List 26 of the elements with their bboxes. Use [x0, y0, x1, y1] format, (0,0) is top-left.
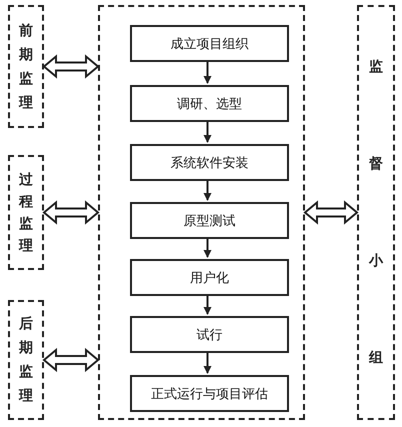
vertical-label: 前期监理: [18, 22, 34, 112]
process-box: 正式运行与项目评估: [130, 375, 289, 412]
process-box: 原型测试: [130, 202, 289, 239]
process-box: 试行: [130, 316, 289, 353]
process-box: 系统软件安装: [130, 144, 289, 181]
arrow: [204, 60, 212, 84]
arrow: [204, 179, 212, 201]
arrow: [204, 351, 212, 374]
double-arrow: [42, 200, 100, 225]
arrow: [204, 237, 212, 258]
process-box: 调研、选型: [130, 85, 289, 122]
dashed-box: [8, 155, 44, 270]
arrow: [204, 294, 212, 315]
process-box: 用户化: [130, 259, 289, 296]
arrow: [204, 120, 212, 143]
double-arrow: [42, 348, 100, 372]
double-arrow: [303, 200, 359, 225]
vertical-label: 过程监理: [18, 170, 34, 256]
dashed-box: [8, 5, 44, 128]
vertical-label: 监督小组: [368, 58, 384, 368]
dashed-frame: [98, 5, 305, 420]
dashed-box: [8, 300, 44, 420]
process-box: 成立项目组织: [130, 25, 289, 62]
dashed-box: [357, 5, 395, 420]
double-arrow: [42, 54, 100, 79]
vertical-label: 后期监理: [18, 315, 34, 406]
